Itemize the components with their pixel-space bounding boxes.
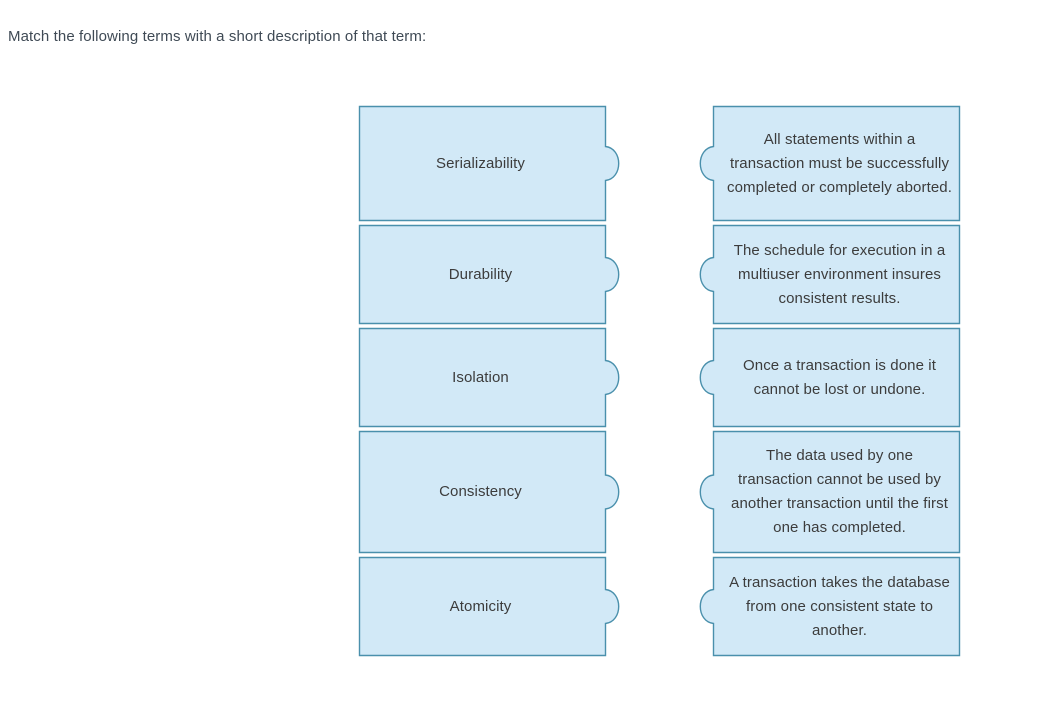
puzzle-tab-shape [358,224,620,325]
description-piece-0[interactable]: All statements within a transaction must… [699,105,961,222]
term-piece-0[interactable]: Serializability [358,105,620,222]
term-piece-1[interactable]: Durability [358,224,620,325]
term-piece-2[interactable]: Isolation [358,327,620,428]
term-piece-4[interactable]: Atomicity [358,556,620,657]
match-row: Isolation Once a transaction is done it c… [358,327,961,428]
description-piece-2[interactable]: Once a transaction is done it cannot be … [699,327,961,428]
puzzle-tab-shape [358,327,620,428]
match-row: Consistency The data used by one transact… [358,430,961,554]
description-piece-3[interactable]: The data used by one transaction cannot … [699,430,961,554]
term-piece-3[interactable]: Consistency [358,430,620,554]
puzzle-notch-shape [699,224,961,325]
puzzle-notch-shape [699,556,961,657]
matching-board: Serializability All statements within a t… [358,105,961,658]
page-title: Match the following terms with a short d… [8,28,427,45]
description-piece-4[interactable]: A transaction takes the database from on… [699,556,961,657]
puzzle-tab-shape [358,105,620,222]
puzzle-notch-shape [699,105,961,222]
match-row: Serializability All statements within a t… [358,105,961,222]
description-piece-1[interactable]: The schedule for execution in a multiuse… [699,224,961,325]
match-row: Durability The schedule for execution in … [358,224,961,325]
puzzle-notch-shape [699,430,961,554]
match-row: Atomicity A transaction takes the databas… [358,556,961,657]
puzzle-tab-shape [358,556,620,657]
puzzle-notch-shape [699,327,961,428]
puzzle-tab-shape [358,430,620,554]
